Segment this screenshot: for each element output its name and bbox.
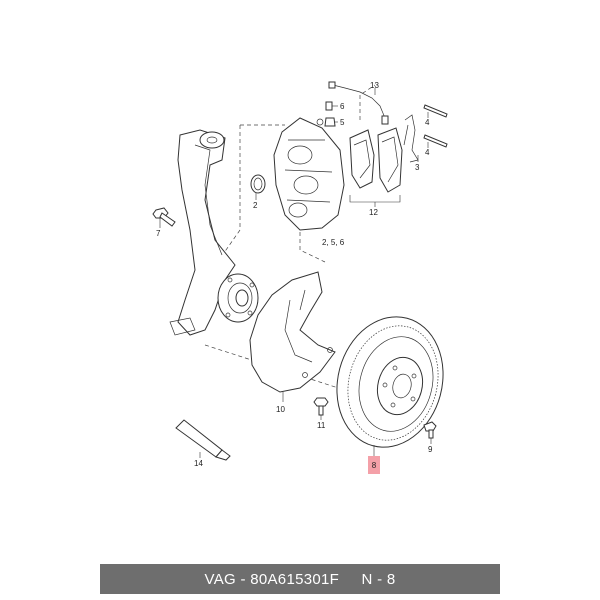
position-text: N - 8 (361, 570, 396, 588)
callout-5: 5 (340, 118, 345, 127)
grease-tube-14 (175, 419, 231, 461)
brake-caliper (273, 117, 345, 231)
guide-pins-4 (423, 104, 448, 148)
part-number-text: VAG - 80A615301F (204, 570, 340, 588)
highlighted-callout-8: 8 (368, 456, 380, 474)
callout-10: 10 (276, 405, 285, 414)
callout-3: 3 (415, 163, 420, 172)
callout-9: 9 (428, 445, 433, 454)
brake-disc-8 (336, 316, 444, 456)
wear-sensor-13 (328, 81, 389, 125)
wheel-hub (217, 273, 259, 323)
dust-cap-5 (324, 117, 338, 127)
steering-knuckle (169, 129, 236, 336)
callout-6: 6 (340, 102, 345, 111)
callout-12: 12 (369, 208, 378, 217)
banner-gap (339, 571, 361, 588)
bolt-11 (313, 397, 329, 420)
exploded-parts-diagram: 13 6 5 4 4 3 2 12 7 2, 5, 6 10 11 9 14 8 (152, 81, 448, 474)
callout-4-upper: 4 (425, 118, 430, 127)
splash-shield-10 (249, 271, 336, 402)
callout-11: 11 (317, 421, 326, 430)
seal-ring-2 (250, 174, 266, 200)
callout-13: 13 (370, 81, 379, 90)
brake-pads-12 (349, 127, 403, 207)
bolt-7 (152, 207, 176, 228)
assembly-guide-lines (204, 84, 376, 396)
bolt-9 (423, 421, 437, 444)
part-number-banner: VAG - 80A615301F N - 8 (100, 564, 500, 594)
callout-8: 8 (372, 461, 377, 470)
callout-7: 7 (156, 229, 161, 238)
callout-4-lower: 4 (425, 148, 430, 157)
bleed-screw-6 (325, 101, 338, 111)
spring-clip-3 (403, 114, 419, 163)
callout-2-5-6: 2, 5, 6 (322, 238, 345, 247)
callout-14: 14 (194, 459, 203, 468)
callout-2: 2 (253, 201, 258, 210)
